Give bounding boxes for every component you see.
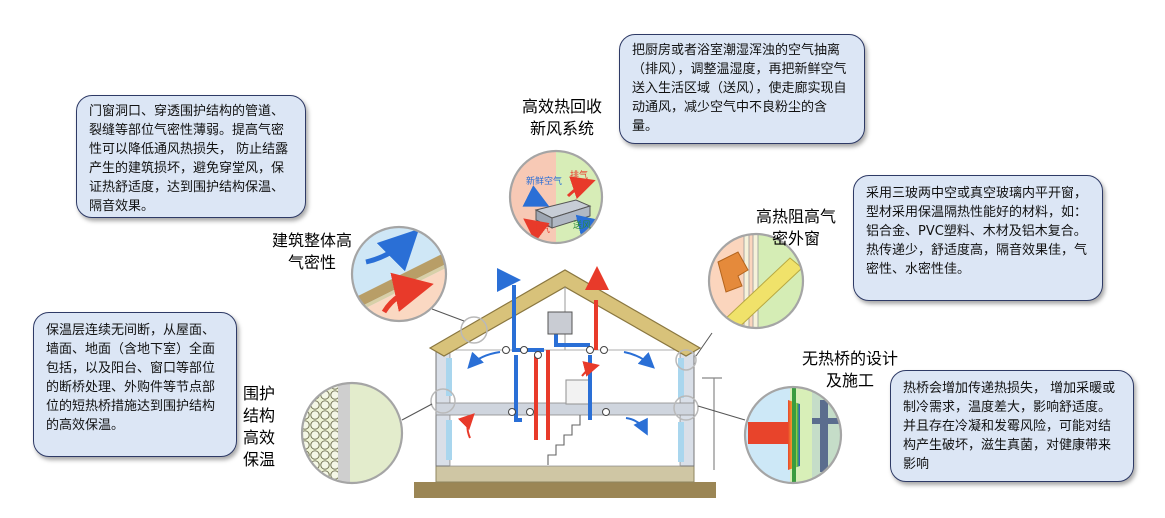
airflow-arrows: [457, 351, 655, 439]
house-foundation: [414, 465, 716, 498]
window-right-lower: [678, 422, 684, 462]
callout-window: 采用三玻两中空或真空玻璃内平开窗，型材采用保温隔热性能好的材料，如：铝合金、PV…: [853, 175, 1103, 301]
house-walls: [435, 349, 695, 467]
unit-label-supply: 送风: [573, 219, 591, 231]
drain-pipe: [702, 377, 722, 470]
detail-circle-thermal-bridge: [743, 385, 843, 485]
label-window: 高热阻高气 密外窗: [755, 207, 836, 248]
detail-circle-ventilation: 新鲜空气 排气 出气 送风: [508, 149, 604, 245]
unit-label-exhaust: 排气: [570, 169, 588, 181]
leader-lines: [401, 308, 746, 421]
unit-label-outlet: 出气: [532, 223, 550, 235]
window-left-lower: [446, 420, 452, 460]
house-highlight-markers: [430, 316, 699, 421]
label-airtightness: 建筑整体高 气密性: [271, 231, 352, 272]
label-insulation: 围护 结构 高效 保温: [242, 384, 275, 469]
ventilation-valves: [502, 346, 610, 416]
callout-ventilation: 把厨房或者浴室潮湿浑浊的空气抽离（排风），调整温湿度，再把新鲜空气送入生活区域（…: [619, 34, 865, 144]
callout-thermal-bridge: 热桥会增加传递热损失， 增加采暖或制冷需求，温度差大，影响舒适度。并且存在冷凝和…: [890, 370, 1134, 482]
detail-circle-insulation: [300, 381, 404, 485]
unit-label-fresh-air: 新鲜空气: [526, 175, 562, 187]
window-right-upper: [678, 358, 684, 398]
detail-circle-airtightness: [350, 225, 448, 323]
callout-airtightness: 门窗洞口、穿透围护结构的管道、裂缝等部位气密性薄弱。提高气密性可以降低通风热损失…: [76, 95, 306, 218]
callout-insulation: 保温层连续无间断，从屋面、墙面、地面（含地下室）全面包括，以及阳台、窗口等部位的…: [33, 312, 237, 457]
label-thermal-bridge: 无热桥的设计 及施工: [801, 349, 898, 390]
label-ventilation: 高效热回收 新风系统: [521, 97, 602, 138]
staircase: [547, 379, 591, 465]
window-left-upper: [446, 358, 452, 396]
